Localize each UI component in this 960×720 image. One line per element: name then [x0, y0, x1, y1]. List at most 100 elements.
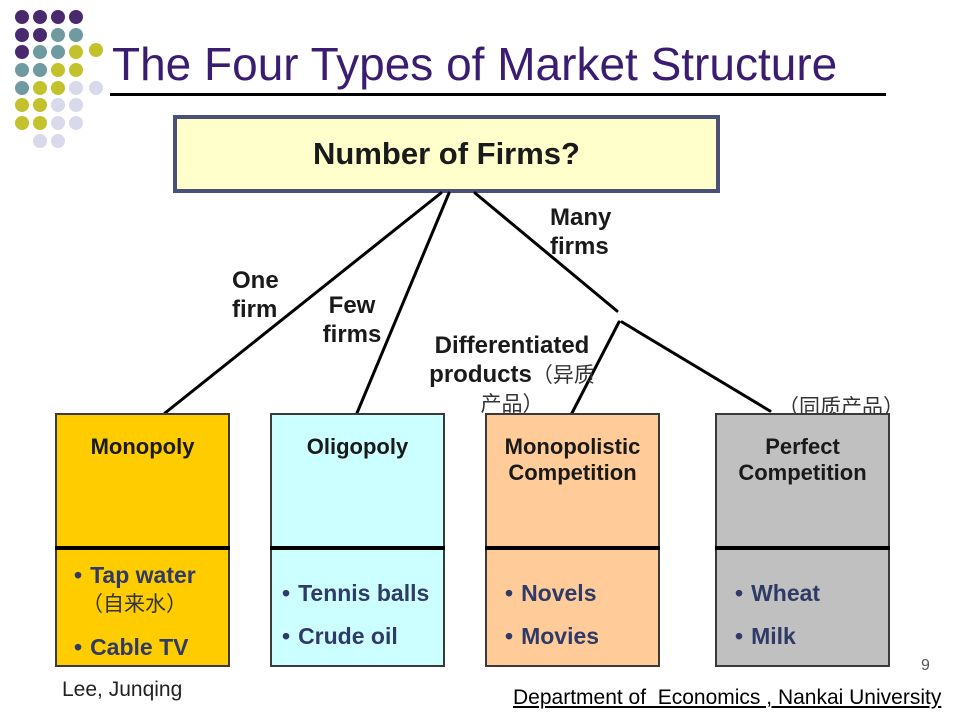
box-title-line: Monopoly — [90, 434, 195, 459]
box-monopoly: Monopoly •Tap water （自来水） •Cable TV — [55, 413, 230, 667]
example-list: •Tap water （自来水） •Cable TV — [57, 560, 228, 662]
decorative-dot — [51, 98, 65, 112]
decorative-dot — [89, 81, 103, 95]
bullet: • — [505, 580, 514, 606]
label-one-firm: One firm — [232, 266, 279, 324]
decorative-dot — [15, 10, 29, 24]
box-title-line: Oligopoly — [306, 434, 409, 459]
connector-many-firms — [473, 191, 619, 313]
label-line: firms — [322, 321, 382, 348]
decorative-dot — [33, 134, 47, 148]
bullet: • — [505, 623, 514, 649]
example-text: Wheat — [751, 580, 821, 606]
page-number: 9 — [921, 657, 930, 674]
decorative-dot — [51, 116, 65, 130]
example-text: Milk — [751, 623, 796, 649]
decorative-dot — [15, 63, 29, 77]
decorative-dot — [51, 134, 65, 148]
label-text: products — [429, 361, 532, 388]
bullet: • — [282, 580, 291, 606]
decorative-dot — [51, 10, 65, 24]
decorative-dot — [33, 81, 47, 95]
label-line: products（异质 — [415, 360, 609, 390]
label-line: Many — [550, 204, 612, 231]
footer-author: Lee, Junqing — [62, 678, 183, 701]
label-few-firms: Few firms — [312, 291, 392, 349]
decorative-dot — [33, 98, 47, 112]
label-chinese-text: （异质 — [531, 364, 595, 387]
box-divider — [715, 546, 890, 550]
example-text: Novels — [521, 580, 597, 606]
label-line: firms — [550, 233, 609, 260]
label-chinese-text: 产品） — [480, 393, 544, 416]
decorative-dot — [69, 10, 83, 24]
decorative-dot — [69, 116, 83, 130]
box-title-line: Competition — [738, 460, 867, 485]
example-list: •Wheat • Milk — [717, 578, 888, 651]
box-title-line: Perfect — [765, 434, 840, 459]
decorative-dot-grid — [15, 10, 103, 148]
decorative-dot — [51, 28, 65, 42]
decorative-dot — [33, 45, 47, 59]
box-title: Monopolistic Competition — [487, 434, 658, 486]
decorative-dot — [15, 116, 29, 130]
list-item: • Milk — [735, 621, 888, 651]
decorative-dot — [69, 45, 83, 59]
list-item: • Tennis balls — [282, 578, 443, 608]
list-item: • Tap water — [74, 560, 228, 590]
example-list: • Tennis balls • Crude oil — [272, 578, 443, 651]
example-text: Crude oil — [298, 623, 398, 649]
label-line: firm — [232, 296, 278, 323]
list-item: • Novels — [505, 578, 658, 608]
decorative-dot — [33, 10, 47, 24]
question-text: Number of Firms? — [313, 136, 580, 171]
list-item: • Movies — [505, 621, 658, 651]
title-underline — [110, 93, 886, 96]
list-item: •Wheat — [735, 578, 888, 608]
connector-one-firm — [163, 191, 443, 415]
decorative-dot — [51, 81, 65, 95]
slide-title: The Four Types of Market Structure — [112, 38, 838, 90]
box-title: Monopoly — [57, 434, 228, 460]
question-box: Number of Firms? — [173, 115, 720, 193]
decorative-dot — [69, 63, 83, 77]
decorative-dot — [33, 28, 47, 42]
box-oligopoly: Oligopoly • Tennis balls • Crude oil — [270, 413, 445, 667]
decorative-dot — [15, 45, 29, 59]
connector-homogeneous — [620, 320, 772, 413]
box-divider — [270, 546, 445, 550]
box-divider — [55, 546, 230, 550]
bullet: • — [735, 623, 744, 649]
decorative-dot — [69, 98, 83, 112]
box-title-line: Monopolistic — [504, 434, 641, 459]
decorative-dot — [69, 81, 83, 95]
box-perfect-competition: Perfect Competition •Wheat • Milk — [715, 413, 890, 667]
example-text: Movies — [521, 623, 600, 649]
label-differentiated-products: Differentiated products（异质 产品） — [415, 331, 609, 419]
label-line: Differentiated — [434, 332, 590, 359]
list-item: • Crude oil — [282, 621, 443, 651]
list-item: • Cable TV — [74, 632, 228, 662]
connector-few-firms — [355, 191, 451, 415]
decorative-dot — [33, 63, 47, 77]
example-list: • Novels • Movies — [487, 578, 658, 651]
bullet: • — [74, 634, 83, 660]
decorative-dot — [89, 43, 103, 57]
box-divider — [485, 546, 660, 550]
example-text: Tap water — [90, 562, 196, 588]
footer-department-link[interactable]: Department of Economics , Nankai Univers… — [513, 686, 942, 709]
decorative-dot — [33, 116, 47, 130]
decorative-dot — [51, 45, 65, 59]
bullet: • — [74, 562, 83, 588]
box-title: Oligopoly — [272, 434, 443, 460]
bullet: • — [282, 623, 291, 649]
decorative-dot — [51, 63, 65, 77]
label-many-firms: Many firms — [550, 203, 611, 261]
label-line: One — [232, 267, 279, 294]
label-line: Few — [328, 292, 376, 319]
example-text: Cable TV — [90, 634, 189, 660]
decorative-dot — [15, 28, 29, 42]
example-text: Tennis balls — [298, 580, 430, 606]
decorative-dot — [15, 98, 29, 112]
